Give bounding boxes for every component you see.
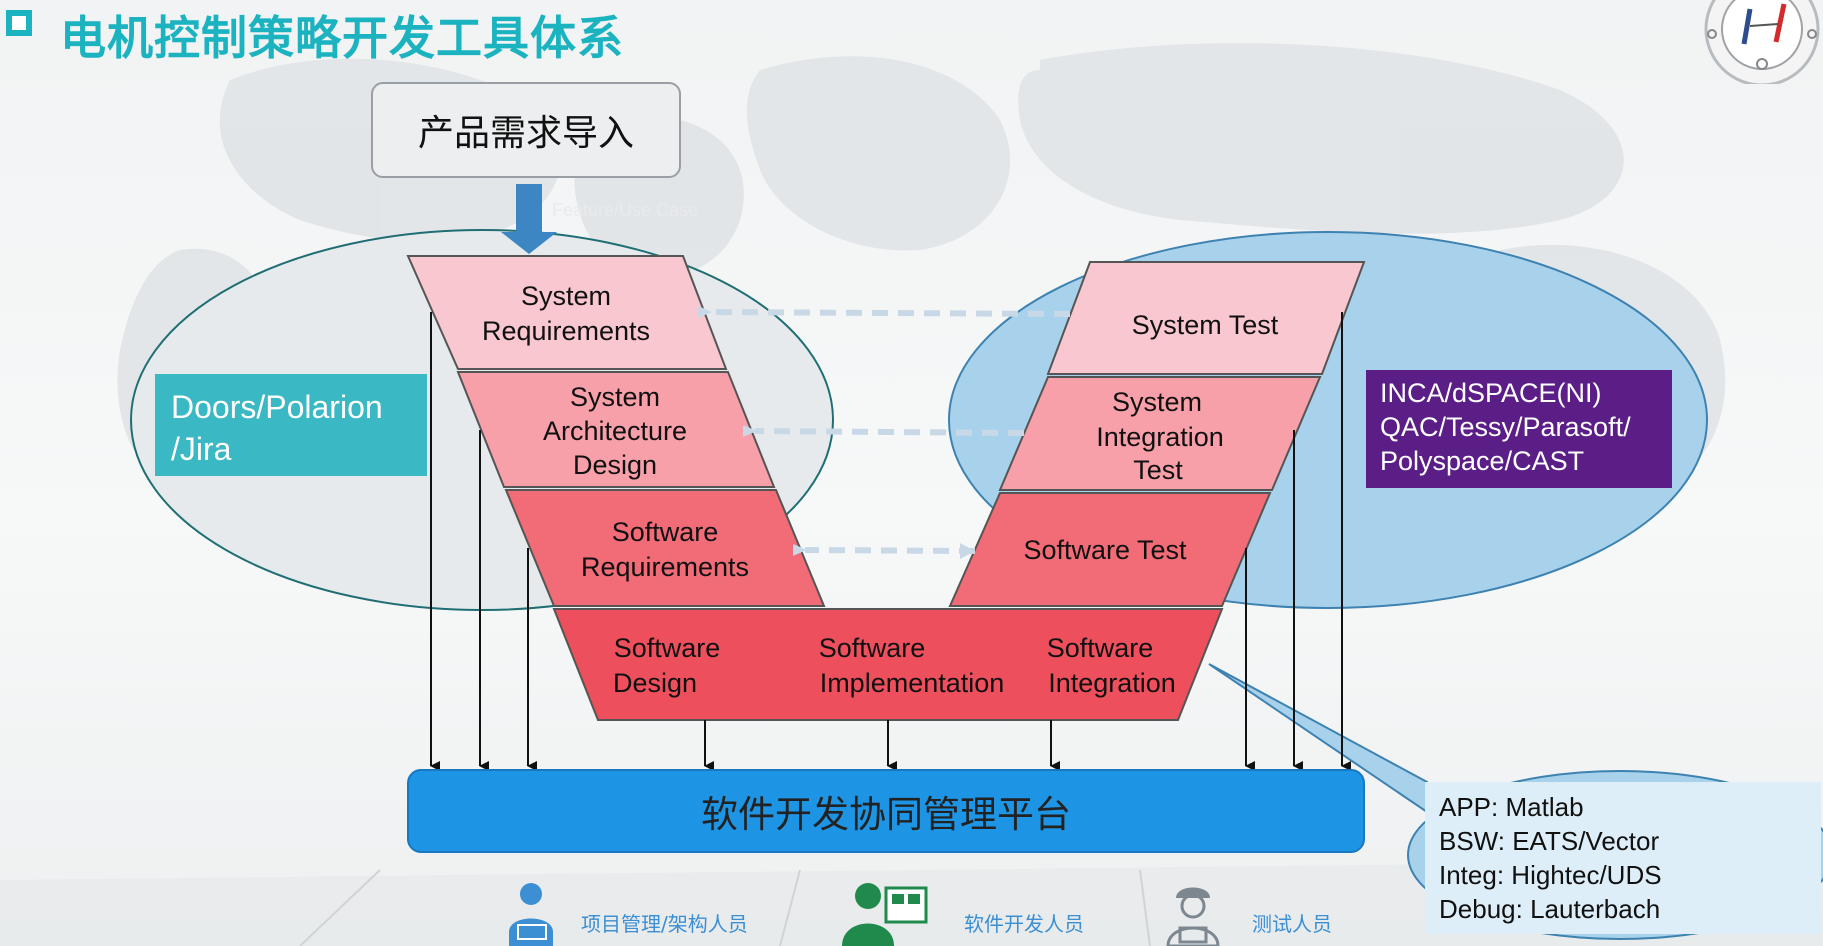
software-integration-label: Software (1047, 633, 1154, 663)
implementation-block (552, 608, 1224, 721)
role-label-tester: 测试人员 (1252, 912, 1332, 936)
system-architecture-block (456, 371, 776, 488)
system-requirements-label: Requirements (482, 316, 650, 346)
role-label-manager: 项目管理/架构人员 (581, 912, 748, 936)
manager-icon (509, 883, 553, 946)
dashed-arrow-system (697, 305, 1071, 318)
title-bullet-icon (6, 10, 32, 36)
requirements-input-box: 产品需求导入 (371, 82, 681, 178)
system-integration-test-block (998, 376, 1322, 491)
system-test-block (1046, 261, 1366, 375)
software-implementation-label: Software (819, 633, 926, 663)
software-design-label: Design (613, 668, 697, 698)
system-architecture-label: System (570, 382, 660, 412)
company-logo (1704, 0, 1820, 84)
software-test-block (948, 492, 1272, 607)
software-requirements-block (504, 489, 826, 607)
software-requirements-label: Requirements (581, 552, 749, 582)
requirements-tools-line: Doors/Polarion (171, 389, 383, 425)
test-tools-line: INCA/dSPACE(NI) (1380, 378, 1602, 408)
feature-use-case-label: Feature/Use Case (552, 200, 699, 220)
developer-icon (842, 883, 928, 946)
role-label-developer: 软件开发人员 (964, 912, 1084, 936)
impl-tool-row: BSW: EATS/Vector (1439, 826, 1660, 856)
dashed-arrow-software (792, 543, 976, 556)
tester-icon (1166, 887, 1220, 946)
system-architecture-label: Architecture (543, 416, 687, 446)
system-requirements-block (406, 255, 728, 370)
system-architecture-label: Design (573, 450, 657, 480)
test-tools-line: QAC/Tessy/Parasoft/ (1380, 412, 1631, 442)
system-requirements-label: System (521, 281, 611, 311)
impl-tool-row: Integ: Hightec/UDS (1439, 860, 1662, 890)
software-requirements-label: Software (612, 517, 719, 547)
implementation-tools-box: APP: Matlab BSW: EATS/Vector Integ: High… (1425, 782, 1821, 934)
system-test-label: System Test (1132, 310, 1279, 340)
software-design-label: Software (614, 633, 721, 663)
input-arrow (501, 184, 557, 254)
requirements-tools-box: Doors/Polarion /Jira (155, 374, 427, 476)
software-test-label: Software Test (1023, 535, 1187, 565)
test-tools-line: Polyspace/CAST (1380, 446, 1585, 476)
impl-tool-row: Debug: Lauterbach (1439, 894, 1661, 924)
impl-tool-row: APP: Matlab (1439, 792, 1584, 822)
dashed-arrow-architecture (742, 424, 1025, 437)
requirements-tools-line: /Jira (171, 431, 232, 467)
slide-title: 电机控制策略开发工具体系 (60, 11, 624, 65)
system-integration-test-label: System (1112, 387, 1202, 417)
test-tools-box: INCA/dSPACE(NI) QAC/Tessy/Parasoft/ Poly… (1366, 370, 1672, 488)
system-integration-test-label: Integration (1096, 422, 1224, 452)
collaboration-platform-bar: 软件开发协同管理平台 (407, 769, 1365, 853)
software-integration-label: Integration (1048, 668, 1176, 698)
software-implementation-label: Implementation (820, 668, 1005, 698)
system-integration-test-label: Test (1133, 455, 1183, 485)
